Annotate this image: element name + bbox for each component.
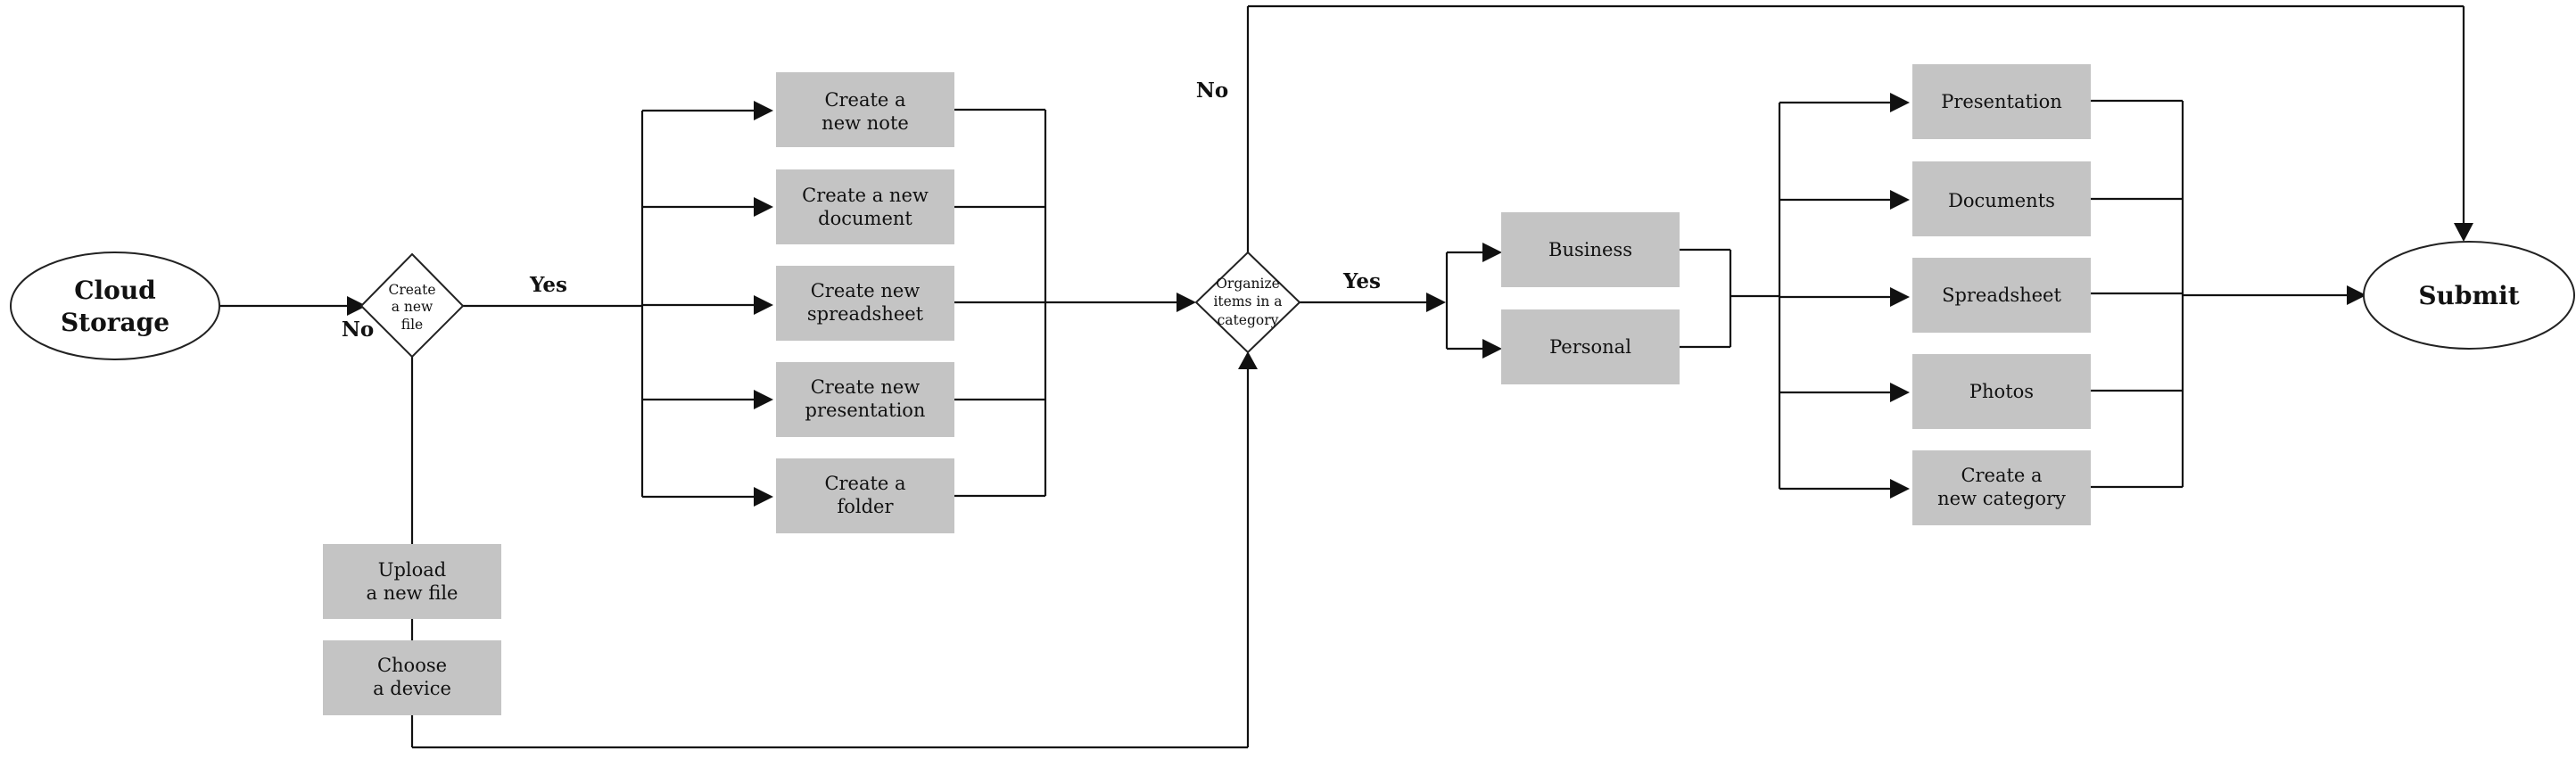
arrow-to-create-document	[754, 197, 773, 217]
documents-box: Documents	[1912, 161, 2091, 236]
arrow-to-business	[1482, 243, 1502, 262]
create-document-line-2: document	[818, 208, 912, 229]
arrow-to-spreadsheet	[1890, 287, 1910, 307]
decision-organize: Organize items in a category Yes No	[1194, 78, 1381, 354]
upload-file-line-1: Upload	[378, 559, 446, 581]
decision-create-file: Create a new file Yes No	[342, 252, 567, 359]
spreadsheet-rect	[1912, 258, 2091, 333]
decision1-no-label: No	[342, 318, 374, 342]
choose-device-line-1: Choose	[377, 655, 447, 676]
connectors	[219, 4, 2473, 749]
new-category-rect	[1912, 450, 2091, 525]
photos-rect	[1912, 354, 2091, 429]
spreadsheet-box: Spreadsheet	[1912, 258, 2091, 333]
decision2-line-1: Organize	[1216, 276, 1280, 292]
new-category-line-2: new category	[1937, 488, 2066, 509]
start-oval	[10, 252, 220, 360]
arrow-to-decision1	[347, 296, 367, 316]
create-spreadsheet-line-2: spreadsheet	[807, 303, 924, 325]
create-folder-line-1: Create a	[824, 473, 905, 494]
create-options: Create a new note Create a new document …	[776, 72, 954, 533]
decision2-no-label: No	[1196, 78, 1228, 103]
arrow-to-photos	[1890, 383, 1910, 402]
decision1-yes-label: Yes	[529, 273, 567, 297]
start-line-2: Storage	[61, 308, 169, 337]
arrow-into-submit-top	[2454, 223, 2473, 242]
decision1-line-2: a new	[392, 299, 433, 315]
decision1-line-3: file	[401, 317, 423, 333]
decision1-diamond	[359, 252, 465, 359]
presentation-box: Presentation	[1912, 64, 2091, 139]
decision2-diamond	[1194, 251, 1301, 354]
start-line-1: Cloud	[74, 276, 156, 305]
upload-file-rect	[323, 544, 501, 619]
arrow-to-personal	[1482, 339, 1502, 359]
photos-box: Photos	[1912, 354, 2091, 429]
choose-device-box: Choose a device	[323, 640, 501, 715]
photos-label: Photos	[1969, 381, 2034, 402]
business-box: Business	[1501, 212, 1680, 287]
create-document-box: Create a new document	[776, 169, 954, 244]
create-document-rect	[776, 169, 954, 244]
create-spreadsheet-line-1: Create new	[811, 280, 921, 301]
presentation-rect	[1912, 64, 2091, 139]
decision2-line-2: items in a	[1213, 293, 1282, 309]
create-folder-box: Create a folder	[776, 458, 954, 533]
create-note-line-1: Create a	[824, 89, 905, 111]
submit-oval	[2363, 241, 2575, 350]
arrow-to-create-presentation	[754, 390, 773, 409]
presentation-label: Presentation	[1941, 91, 2062, 112]
business-rect	[1501, 212, 1680, 287]
create-presentation-line-2: presentation	[805, 400, 926, 421]
submit-label: Submit	[2418, 281, 2519, 310]
arrow-to-category-fan	[1426, 293, 1446, 312]
create-note-line-2: new note	[822, 112, 909, 134]
create-presentation-rect	[776, 362, 954, 437]
start-node: Cloud Storage	[10, 252, 220, 360]
arrow-to-create-note	[754, 101, 773, 120]
create-presentation-line-1: Create new	[811, 376, 921, 398]
documents-rect	[1912, 161, 2091, 236]
create-folder-rect	[776, 458, 954, 533]
create-document-line-1: Create a new	[802, 185, 929, 206]
arrow-to-documents	[1890, 190, 1910, 210]
documents-label: Documents	[1948, 190, 2055, 211]
spreadsheet-label: Spreadsheet	[1942, 285, 2061, 306]
choose-device-line-2: a device	[373, 678, 451, 699]
new-category-line-1: Create a	[1961, 465, 2042, 486]
arrow-to-decision2	[1177, 293, 1196, 312]
item-types: Presentation Documents Spreadsheet Photo…	[1912, 64, 2091, 525]
create-note-rect	[776, 72, 954, 147]
new-category-box: Create a new category	[1912, 450, 2091, 525]
choose-device-rect	[323, 640, 501, 715]
create-note-box: Create a new note	[776, 72, 954, 147]
arrow-to-presentation	[1890, 93, 1910, 112]
create-spreadsheet-box: Create new spreadsheet	[776, 266, 954, 341]
decision2-line-3: category	[1218, 312, 1279, 328]
personal-rect	[1501, 309, 1680, 384]
upload-file-line-2: a new file	[367, 582, 458, 604]
arrow-into-submit	[2347, 285, 2366, 305]
decision1-line-1: Create	[388, 282, 435, 298]
end-node: Submit	[2363, 241, 2575, 350]
upload-file-box: Upload a new file	[323, 544, 501, 619]
business-label: Business	[1548, 239, 1632, 260]
arrow-to-create-folder	[754, 487, 773, 507]
personal-box: Personal	[1501, 309, 1680, 384]
categories: Business Personal	[1501, 212, 1680, 384]
upload-steps: Upload a new file Choose a device	[323, 544, 501, 715]
create-presentation-box: Create new presentation	[776, 362, 954, 437]
personal-label: Personal	[1549, 336, 1631, 358]
create-folder-line-2: folder	[837, 496, 894, 517]
arrow-to-create-spreadsheet	[754, 295, 773, 315]
arrow-into-decision2-bottom	[1238, 351, 1258, 369]
arrow-to-new-category	[1890, 479, 1910, 499]
decision2-yes-label: Yes	[1342, 269, 1381, 293]
create-spreadsheet-rect	[776, 266, 954, 341]
